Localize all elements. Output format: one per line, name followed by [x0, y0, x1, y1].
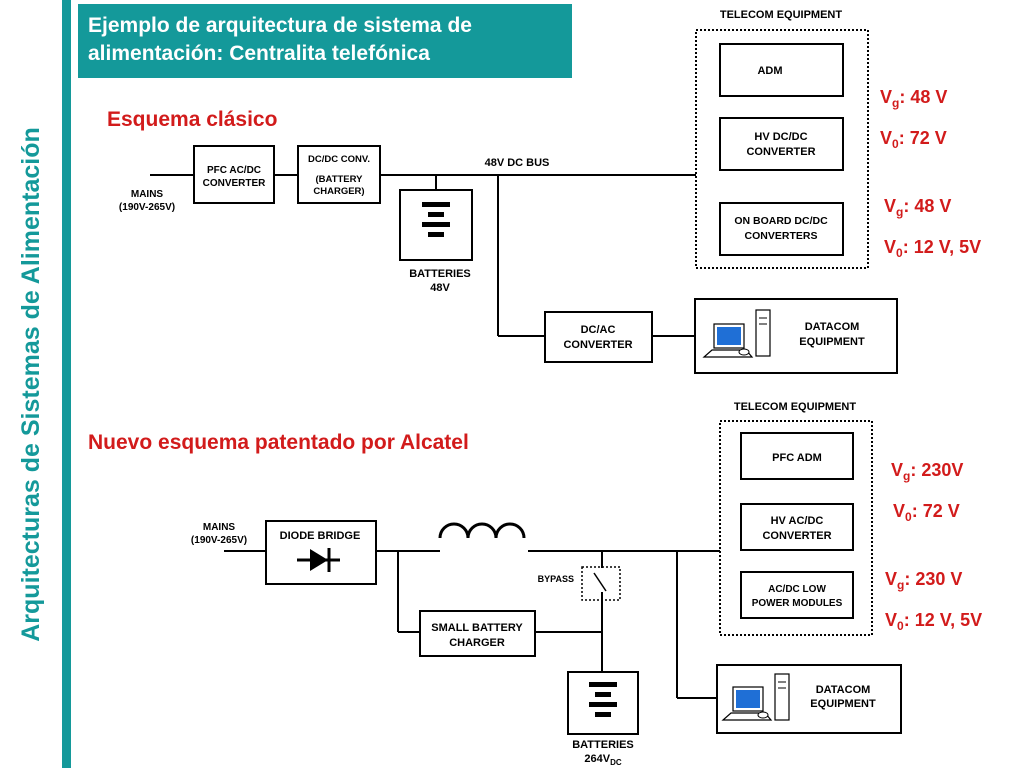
adm-box: ADM [719, 43, 844, 97]
pfcadm-label: PFC ADM [772, 452, 822, 464]
onboard-line2: CONVERTERS [745, 230, 818, 242]
hv-acdc-converter: HV AC/DC CONVERTER [740, 503, 854, 551]
new-datacom-line2: EQUIPMENT [810, 698, 876, 710]
new-batteries-line1: BATTERIES [572, 739, 634, 751]
charger-line2: CHARGER [449, 637, 505, 649]
classic-datacom-line2: EQUIPMENT [799, 336, 865, 348]
new-datacom-equipment: DATACOM EQUIPMENT [716, 664, 902, 734]
classic-mains: MAINS (190V-265V) [119, 189, 175, 213]
side-accent-bar [62, 0, 71, 768]
new-telecom-equipment: TELECOM EQUIPMENT PFC ADM HV AC/DC CONVE… [719, 401, 873, 636]
classic-telecom-equipment: TELECOM EQUIPMENT ADM HV DC/DC CONVERTER… [695, 9, 869, 269]
classic-voltage-specs: Vg: 48 V V0: 72 V Vg: 48 V V0: 12 V, 5V [880, 87, 981, 260]
acdc-line2: POWER MODULES [752, 598, 843, 609]
diode-icon [297, 548, 340, 572]
new-v2-0: V0: 12 V, 5V [885, 610, 982, 633]
hvac-line1: HV AC/DC [771, 515, 824, 527]
dc-bus-label: 48V DC BUS [485, 157, 550, 169]
classic-v1-0: V0: 72 V [880, 128, 947, 151]
hv-line2: CONVERTER [746, 146, 815, 158]
classic-batteries-line1: BATTERIES [409, 268, 471, 280]
new-v2-g: Vg: 230 V [885, 569, 962, 592]
new-batteries: BATTERIES 264VDC [567, 671, 639, 767]
new-telecom-label: TELECOM EQUIPMENT [734, 401, 857, 413]
dcdc-battery-charger: DC/DC CONV. (BATTERY CHARGER) [297, 145, 381, 204]
classic-v2-0: V0: 12 V, 5V [884, 237, 981, 260]
classic-v1-g: Vg: 48 V [880, 87, 947, 110]
dcac-line1: DC/AC [581, 324, 616, 336]
computer-icon [721, 673, 790, 721]
acdc-low-power-modules: AC/DC LOW POWER MODULES [740, 571, 854, 619]
classic-wires [150, 174, 696, 337]
dcdc-line1: DC/DC CONV. [308, 154, 370, 165]
pfc-line1: PFC AC/DC [207, 165, 261, 176]
hv-dcdc-converter: HV DC/DC CONVERTER [719, 117, 844, 171]
classic-v2-g: Vg: 48 V [884, 196, 951, 219]
onboard-dcdc-converters: ON BOARD DC/DC CONVERTERS [719, 202, 844, 256]
new-datacom-line1: DATACOM [816, 684, 871, 696]
classic-batteries: BATTERIES 48V [399, 189, 473, 294]
computer-icon [702, 309, 771, 358]
pfc-acdc-converter: PFC AC/DC CONVERTER [193, 145, 275, 204]
new-v1-0: V0: 72 V [893, 501, 960, 524]
inductor-icon [438, 522, 526, 539]
charger-line1: SMALL BATTERY [431, 622, 523, 634]
onboard-line1: ON BOARD DC/DC [734, 215, 828, 227]
adm-label: ADM [757, 65, 782, 77]
new-mains-line1: MAINS [203, 522, 236, 533]
bypass-switch: BYPASS [538, 566, 621, 601]
dcac-line2: CONVERTER [563, 339, 632, 351]
small-battery-charger: SMALL BATTERY CHARGER [419, 610, 536, 657]
slide-title-line1: Ejemplo de arquitectura de sistema de [88, 14, 472, 37]
dcdc-line2: (BATTERY [316, 174, 364, 185]
classic-heading: Esquema clásico [107, 108, 278, 131]
acdc-line1: AC/DC LOW [768, 584, 826, 595]
new-mains-line2: (190V-265V) [191, 535, 247, 546]
dcdc-line3: CHARGER) [313, 186, 364, 197]
dcac-converter: DC/AC CONVERTER [544, 311, 653, 363]
slide-title-line2: alimentación: Centralita telefónica [88, 42, 430, 65]
hv-line1: HV DC/DC [754, 131, 807, 143]
new-v1-g: Vg: 230V [891, 460, 963, 483]
classic-datacom-equipment: DATACOM EQUIPMENT [694, 298, 898, 374]
slide-title: Ejemplo de arquitectura de sistema de al… [78, 4, 572, 78]
bypass-label: BYPASS [538, 574, 574, 584]
classic-telecom-label: TELECOM EQUIPMENT [720, 9, 843, 21]
pfc-adm-box: PFC ADM [740, 432, 854, 480]
pfc-line2: CONVERTER [203, 178, 267, 189]
classic-datacom-line1: DATACOM [805, 321, 860, 333]
new-batteries-line2: 264VDC [584, 753, 621, 767]
new-wires [224, 550, 720, 699]
new-heading: Nuevo esquema patentado por Alcatel [88, 431, 469, 454]
diode-bridge: DIODE BRIDGE [265, 520, 377, 585]
classic-batteries-line2: 48V [430, 282, 450, 294]
classic-mains-line1: MAINS [131, 189, 164, 200]
classic-mains-line2: (190V-265V) [119, 202, 175, 213]
new-mains: MAINS (190V-265V) [191, 522, 247, 546]
new-voltage-specs: Vg: 230V V0: 72 V Vg: 230 V V0: 12 V, 5V [885, 460, 982, 633]
hvac-line2: CONVERTER [762, 530, 831, 542]
diode-label: DIODE BRIDGE [280, 530, 361, 542]
